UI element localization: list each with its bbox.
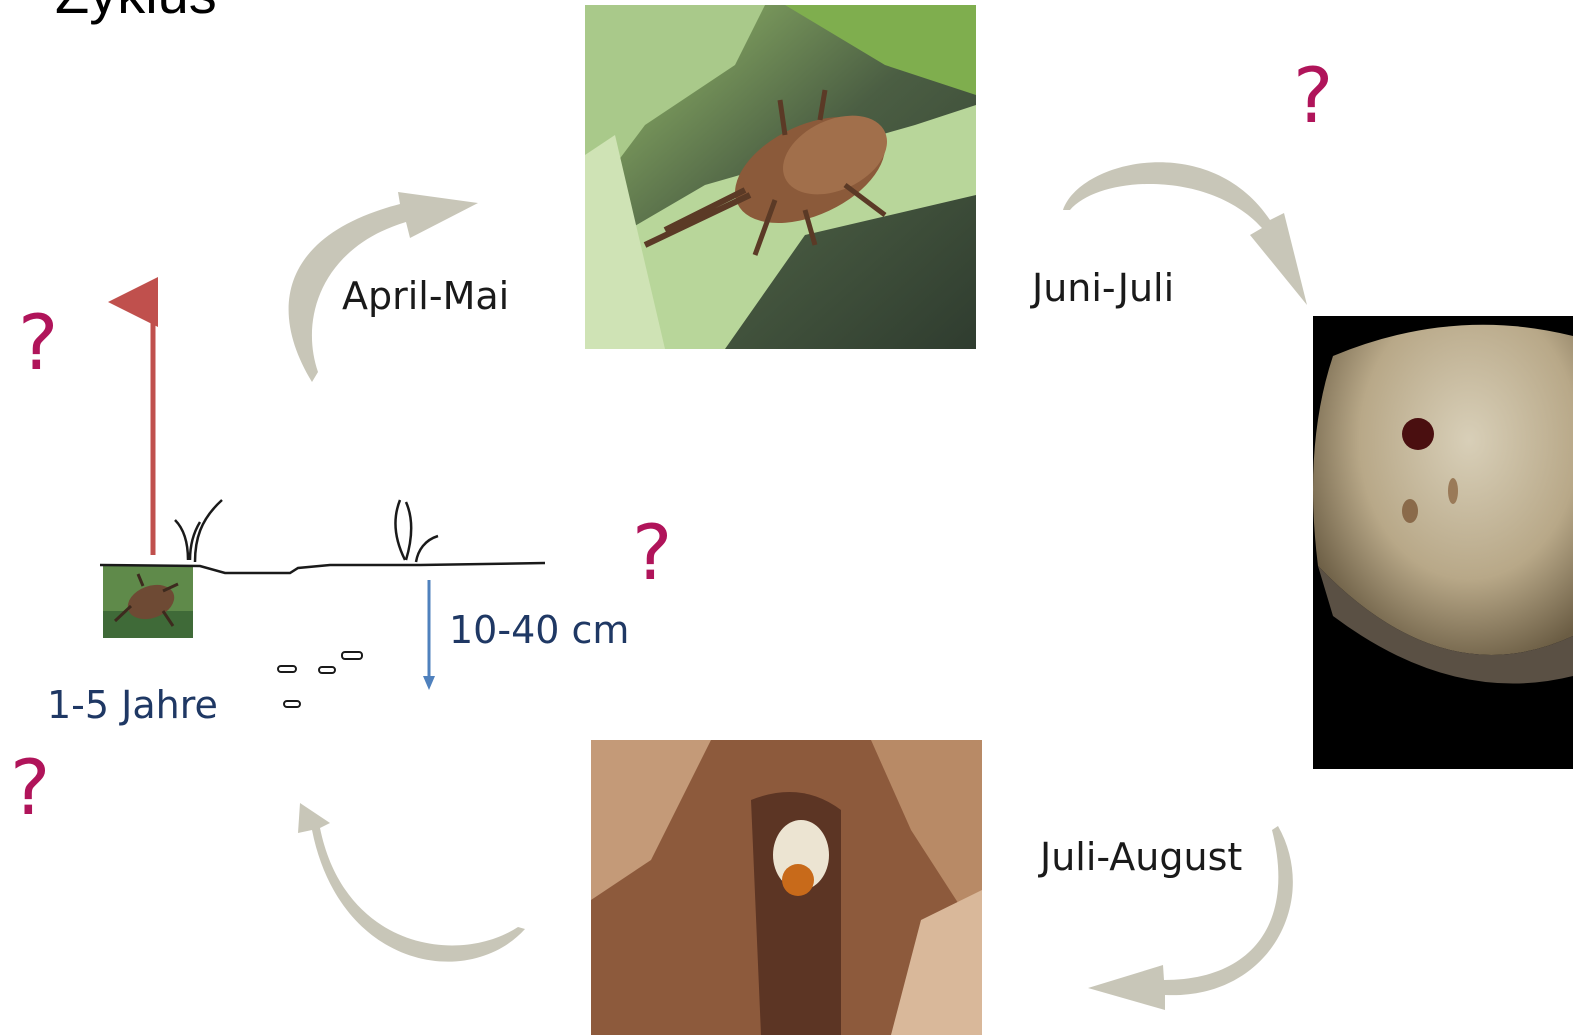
label-juni-juli: Juni-Juli xyxy=(1032,269,1174,307)
question-mark-bottom-left: ? xyxy=(10,750,50,826)
pupa-cells xyxy=(278,652,362,707)
cycle-arrow-return xyxy=(298,803,525,962)
question-mark-top-right: ? xyxy=(1293,58,1333,134)
label-depth: 10-40 cm xyxy=(449,611,629,649)
label-years: 1-5 Jahre xyxy=(47,686,218,724)
sprout-1 xyxy=(175,500,222,562)
label-april-mai: April-Mai xyxy=(342,277,509,315)
label-juli-august: Juli-August xyxy=(1040,838,1242,876)
sprout-2 xyxy=(395,500,438,562)
depth-arrow-head xyxy=(423,676,435,690)
ground-line xyxy=(100,563,545,573)
question-mark-left: ? xyxy=(18,305,58,381)
question-mark-center: ? xyxy=(632,515,672,591)
